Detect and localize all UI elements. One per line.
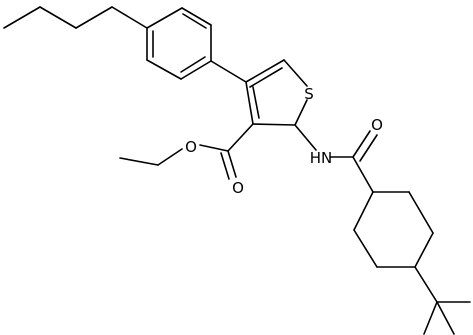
bond xyxy=(180,60,212,80)
bond xyxy=(294,124,317,151)
bond xyxy=(182,13,207,29)
bond xyxy=(75,6,113,29)
bond xyxy=(119,157,159,166)
bond xyxy=(146,59,182,80)
bond xyxy=(220,152,230,180)
bond xyxy=(283,59,308,87)
bond xyxy=(180,56,206,73)
bond xyxy=(249,67,283,88)
bond xyxy=(210,60,247,83)
bond xyxy=(252,123,296,126)
bond xyxy=(294,99,308,126)
atom-labels: S O O HN O xyxy=(185,85,383,197)
sulfur-atom-label: S xyxy=(304,85,314,103)
bond xyxy=(352,130,371,158)
cyclohexane-ring xyxy=(353,191,434,268)
amide-group xyxy=(294,124,378,193)
bond xyxy=(252,86,260,119)
bond xyxy=(436,301,455,335)
benzene-ring xyxy=(146,7,212,80)
bond xyxy=(245,59,285,83)
bond xyxy=(352,156,374,193)
tert-butyl-group xyxy=(414,266,471,335)
bond xyxy=(181,7,212,26)
bond xyxy=(227,123,254,152)
bond xyxy=(414,266,438,303)
bond xyxy=(423,301,438,335)
ester-carbonyl-oxygen-label: O xyxy=(232,179,244,197)
bond xyxy=(157,148,183,166)
ester-ether-oxygen-label: O xyxy=(185,138,197,156)
bond xyxy=(111,6,148,29)
bond xyxy=(199,144,229,152)
butyl-chain xyxy=(3,6,148,29)
bond xyxy=(353,191,374,231)
amide-carbonyl-oxygen-label: O xyxy=(371,116,383,134)
bond xyxy=(3,6,41,29)
thiophene-ring xyxy=(245,59,308,126)
bond xyxy=(408,191,434,234)
bond xyxy=(39,6,77,29)
bond xyxy=(359,134,378,162)
bond xyxy=(245,81,254,125)
bond xyxy=(353,229,378,268)
ester-group xyxy=(119,123,254,180)
bond xyxy=(227,150,237,178)
amide-nh-label: HN xyxy=(310,149,333,167)
bond xyxy=(146,7,183,29)
bond xyxy=(414,232,434,268)
